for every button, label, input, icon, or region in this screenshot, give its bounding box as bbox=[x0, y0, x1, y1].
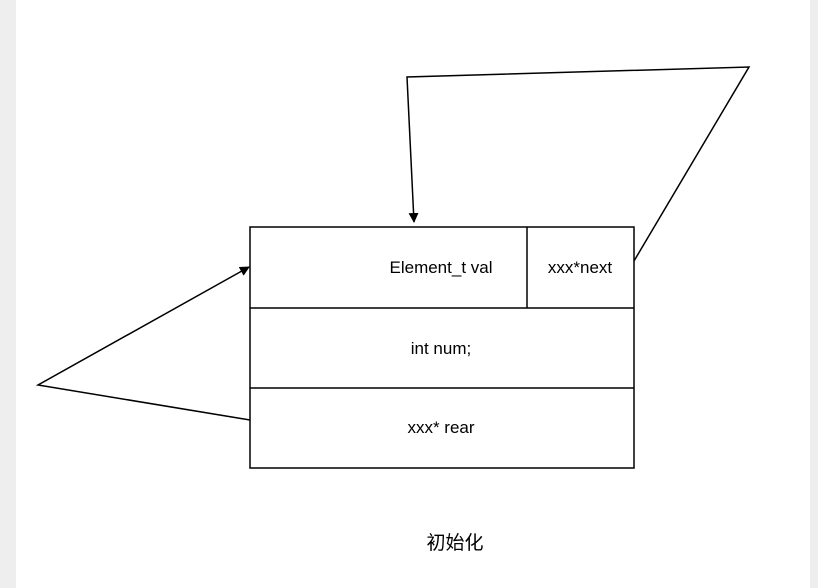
rear-field-label: xxx* rear bbox=[407, 418, 474, 437]
num-field-label: int num; bbox=[411, 339, 471, 358]
struct-box bbox=[249, 226, 635, 469]
next-pointer-arrow bbox=[406, 66, 751, 262]
diagram-caption: 初始化 bbox=[426, 532, 484, 554]
val-field-label: Element_t val bbox=[390, 258, 493, 277]
next-field-label: xxx*next bbox=[548, 258, 613, 277]
left-margin bbox=[0, 0, 16, 588]
right-margin bbox=[810, 0, 818, 588]
rear-pointer-arrow bbox=[35, 266, 251, 421]
